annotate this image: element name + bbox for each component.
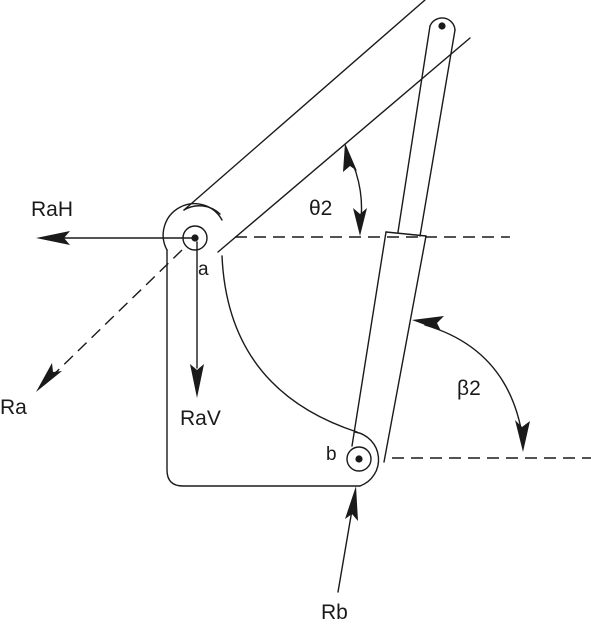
label-rb: Rb: [321, 601, 348, 624]
raV-arrowhead: [190, 364, 204, 398]
beta-arc: [424, 324, 524, 441]
barrel-left-edge: [351, 231, 387, 447]
label-ra: Ra: [0, 396, 27, 419]
rb-arrow-shaft: [337, 509, 353, 593]
theta-arrowhead-bottom: [353, 208, 367, 236]
pivot-b-pin: [355, 455, 363, 463]
theta-arrowhead-top: [343, 143, 357, 172]
label-beta: β2: [457, 377, 481, 400]
rod-left-edge: [397, 25, 431, 233]
rb-arrowhead: [345, 486, 358, 521]
hydraulic-cylinder: [351, 17, 456, 463]
ra-arrowhead: [36, 363, 62, 392]
pivot-b-ring: [346, 446, 372, 472]
rod-top-pin: [438, 22, 446, 30]
barrel-right-edge: [383, 235, 427, 463]
beta-arrowhead-top: [412, 316, 444, 331]
pivot-b: [346, 431, 380, 487]
label-raH: RaH: [31, 198, 73, 221]
rod-right-edge: [419, 29, 456, 237]
bracket-inner-curve: [221, 255, 358, 433]
boom-arm: [183, 0, 471, 253]
bracket-outline: [166, 249, 361, 487]
reference-lines: [47, 236, 591, 459]
raH-arrowhead: [36, 231, 70, 245]
boom-upper-edge: [183, 0, 426, 211]
label-raV: RaV: [180, 407, 221, 430]
angle-markers: [343, 143, 530, 452]
boom-end-rounding: [183, 205, 221, 215]
barrel-top: [385, 231, 427, 237]
bracket-plate: [162, 203, 361, 487]
bracket-top-cap: [162, 203, 223, 251]
beta-arrowhead-bottom: [515, 420, 530, 452]
label-theta: θ2: [309, 197, 332, 220]
ra-line-of-action: [47, 249, 183, 381]
force-arrows: [36, 231, 358, 593]
boom-lower-edge: [217, 37, 471, 253]
rod-top-cap: [429, 17, 456, 31]
labels: RaH RaV Ra Rb a b θ2 β2: [0, 197, 481, 624]
label-pivot-a: a: [198, 259, 209, 280]
label-pivot-b: b: [326, 444, 337, 465]
pivot-b-cap: [354, 431, 380, 487]
